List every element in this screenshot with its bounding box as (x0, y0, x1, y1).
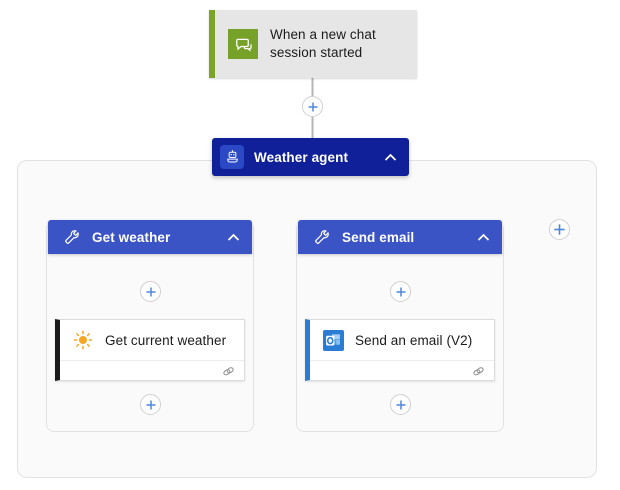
add-step-get-weather-bottom-button[interactable] (140, 394, 161, 415)
wrench-icon (62, 227, 82, 247)
trigger-node[interactable]: When a new chat session started (209, 10, 417, 78)
wrench-icon (312, 227, 332, 247)
action-card-footer (310, 361, 494, 381)
trigger-label: When a new chat session started (270, 27, 376, 60)
action-card-header: Send an email (V2) (310, 320, 494, 361)
plus-icon (308, 102, 317, 111)
agent-node-weather-agent[interactable]: Weather agent (212, 138, 409, 176)
action-card-footer (60, 361, 244, 381)
robot-icon (220, 145, 244, 169)
add-step-send-email-top-button[interactable] (390, 281, 411, 302)
plus-icon (146, 400, 155, 409)
add-step-get-weather-top-button[interactable] (140, 281, 161, 302)
outlook-icon (322, 329, 344, 351)
agent-label: Weather agent (254, 149, 349, 165)
plus-icon (396, 287, 405, 296)
plus-icon (554, 224, 565, 235)
chat-bubble-icon (228, 29, 258, 59)
action-card-get-current-weather[interactable]: Get current weather (55, 319, 245, 381)
link-icon[interactable] (222, 365, 235, 378)
action-card-send-an-email[interactable]: Send an email (V2) (305, 319, 495, 381)
action-card-header: Get current weather (60, 320, 244, 361)
chevron-up-icon[interactable] (477, 233, 490, 242)
branch-label: Send email (342, 229, 415, 245)
action-card-title: Get current weather (105, 332, 227, 348)
add-branch-button[interactable] (549, 219, 570, 240)
plus-icon (146, 287, 155, 296)
add-step-send-email-bottom-button[interactable] (390, 394, 411, 415)
branch-header-get-weather[interactable]: Get weather (48, 220, 252, 254)
sun-icon (72, 329, 94, 351)
branch-label: Get weather (92, 229, 171, 245)
chevron-up-icon[interactable] (384, 153, 397, 162)
add-step-after-trigger-button[interactable] (302, 96, 323, 117)
link-icon[interactable] (472, 365, 485, 378)
plus-icon (396, 400, 405, 409)
chevron-up-icon[interactable] (227, 233, 240, 242)
action-card-title: Send an email (V2) (355, 332, 473, 348)
branch-header-send-email[interactable]: Send email (298, 220, 502, 254)
